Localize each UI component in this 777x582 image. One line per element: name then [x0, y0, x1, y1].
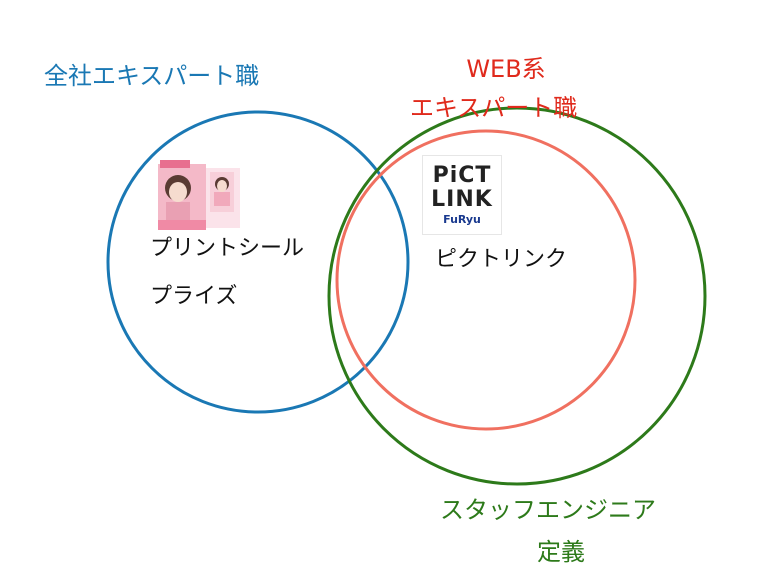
web-expert-circle — [335, 129, 637, 431]
company-expert-circle — [106, 110, 410, 414]
staff-engineer-circle — [327, 106, 707, 486]
print-sticker-booth-image — [156, 158, 242, 232]
pictlink-logo-brand: FuRyu — [443, 213, 481, 226]
pictlink-logo-line2: LINK — [431, 187, 493, 212]
staff-engineer-label-line2: 定義 — [537, 538, 585, 566]
company-expert-label: 全社エキスパート職 — [44, 62, 260, 90]
print-sticker-label: プリントシール — [150, 236, 305, 261]
web-expert-label-line2: エキスパート職 — [410, 94, 578, 122]
pictlink-label: ピクトリンク — [435, 247, 568, 272]
staff-engineer-label-line1: スタッフエンジニア — [440, 496, 656, 524]
pictlink-logo: PiCT LINK FuRyu — [422, 155, 502, 235]
pictlink-logo-line1: PiCT — [432, 163, 492, 188]
prize-label: プライズ — [150, 284, 238, 309]
web-expert-label-line1: WEB系 — [466, 55, 546, 83]
